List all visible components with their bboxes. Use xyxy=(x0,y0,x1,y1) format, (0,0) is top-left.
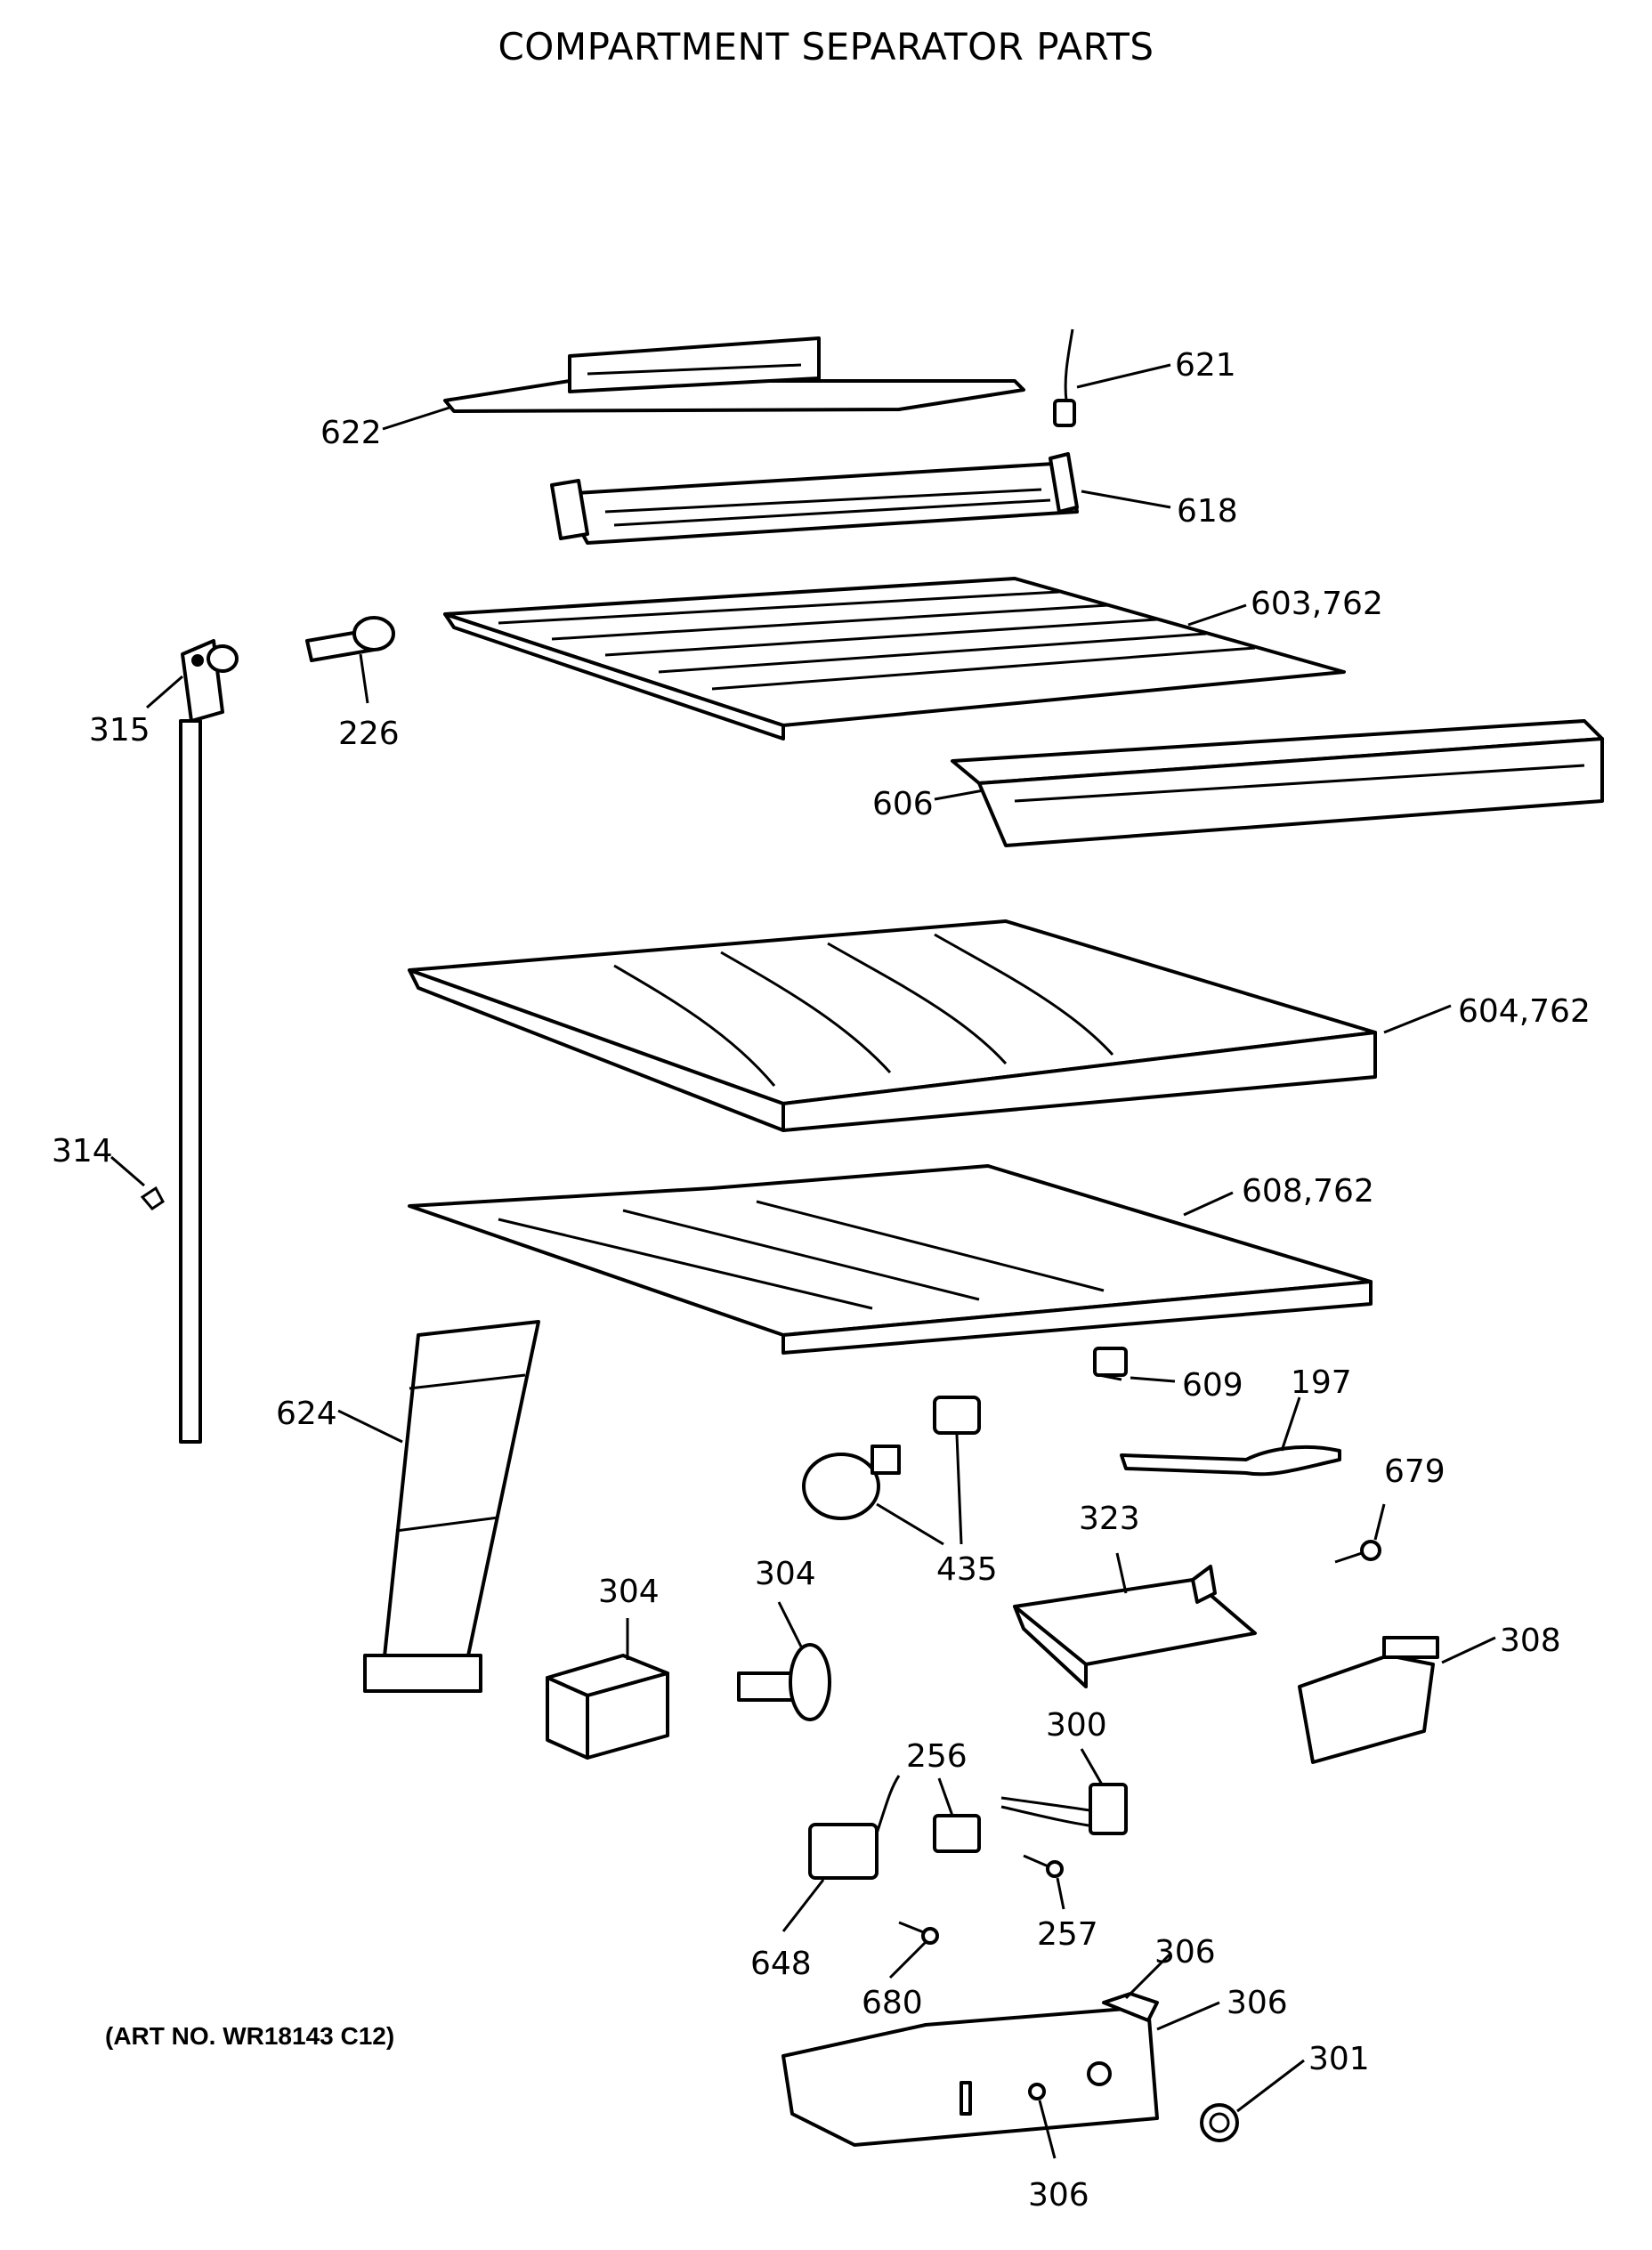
part-226-pin[interactable] xyxy=(305,616,395,662)
art-number: (ART NO. WR18143 C12) xyxy=(105,2022,395,2050)
part-608-separator[interactable] xyxy=(408,1164,1373,1355)
label-304-dial: 304 xyxy=(755,1556,816,1592)
label-608-762: 608,762 xyxy=(1242,1173,1374,1210)
leader-lines xyxy=(110,363,1496,2159)
label-680: 680 xyxy=(862,1985,923,2021)
part-618-housing[interactable] xyxy=(550,452,1079,545)
part-197-strap[interactable] xyxy=(1120,1445,1341,1477)
callout-labels: 621 622 618 603,762 315 226 606 604,762 … xyxy=(52,347,1591,2214)
label-301: 301 xyxy=(1308,2041,1370,2077)
part-603-shelf[interactable] xyxy=(443,577,1346,741)
label-648: 648 xyxy=(750,1946,812,1982)
part-679-screw[interactable] xyxy=(1334,1540,1381,1564)
part-304-block[interactable] xyxy=(546,1654,669,1760)
part-648-timer[interactable] xyxy=(808,1775,901,1880)
page-title: COMPARTMENT SEPARATOR PARTS xyxy=(498,25,1154,69)
label-257: 257 xyxy=(1037,1916,1098,1953)
part-435-bulb[interactable] xyxy=(802,1396,981,1520)
label-306-bottom: 306 xyxy=(1028,2177,1089,2214)
label-306-side: 306 xyxy=(1227,1985,1288,2021)
part-323-bracket[interactable] xyxy=(1013,1565,1257,1688)
label-603-762: 603,762 xyxy=(1251,586,1383,622)
label-197: 197 xyxy=(1291,1364,1352,1401)
label-304-block: 304 xyxy=(598,1574,660,1610)
part-609-clip[interactable] xyxy=(1093,1347,1128,1381)
part-256-switch[interactable] xyxy=(933,1814,981,1853)
label-606: 606 xyxy=(872,786,934,822)
part-314-post[interactable] xyxy=(140,719,202,1444)
label-435: 435 xyxy=(936,1551,998,1588)
part-606-trim[interactable] xyxy=(951,719,1604,847)
part-622-cover[interactable] xyxy=(443,336,1025,413)
part-308-plate[interactable] xyxy=(1298,1636,1439,1764)
part-621-sensor[interactable] xyxy=(1053,328,1076,427)
label-314: 314 xyxy=(52,1133,113,1170)
label-323: 323 xyxy=(1079,1501,1140,1537)
label-306-top: 306 xyxy=(1154,1934,1216,1971)
label-618: 618 xyxy=(1177,493,1238,530)
part-624-duct[interactable] xyxy=(363,1320,540,1693)
part-257-screw[interactable] xyxy=(1023,1854,1064,1878)
label-315: 315 xyxy=(89,712,150,749)
part-306-housing[interactable] xyxy=(781,1992,1159,2147)
part-315-post-bracket[interactable] xyxy=(181,639,239,723)
label-308: 308 xyxy=(1500,1623,1561,1659)
label-256: 256 xyxy=(906,1738,968,1775)
label-622: 622 xyxy=(320,415,382,451)
label-621: 621 xyxy=(1175,347,1236,384)
label-604-762: 604,762 xyxy=(1458,993,1591,1030)
part-604-tray[interactable] xyxy=(408,919,1377,1132)
label-226: 226 xyxy=(338,716,400,752)
label-300: 300 xyxy=(1046,1707,1107,1744)
label-609: 609 xyxy=(1182,1367,1243,1404)
part-301-knob[interactable] xyxy=(1200,2103,1239,2142)
label-679: 679 xyxy=(1384,1453,1446,1490)
part-304-dial[interactable] xyxy=(737,1643,831,1721)
part-680-screw[interactable] xyxy=(898,1921,939,1945)
label-624: 624 xyxy=(276,1396,337,1432)
part-300-switch[interactable] xyxy=(1000,1783,1128,1835)
